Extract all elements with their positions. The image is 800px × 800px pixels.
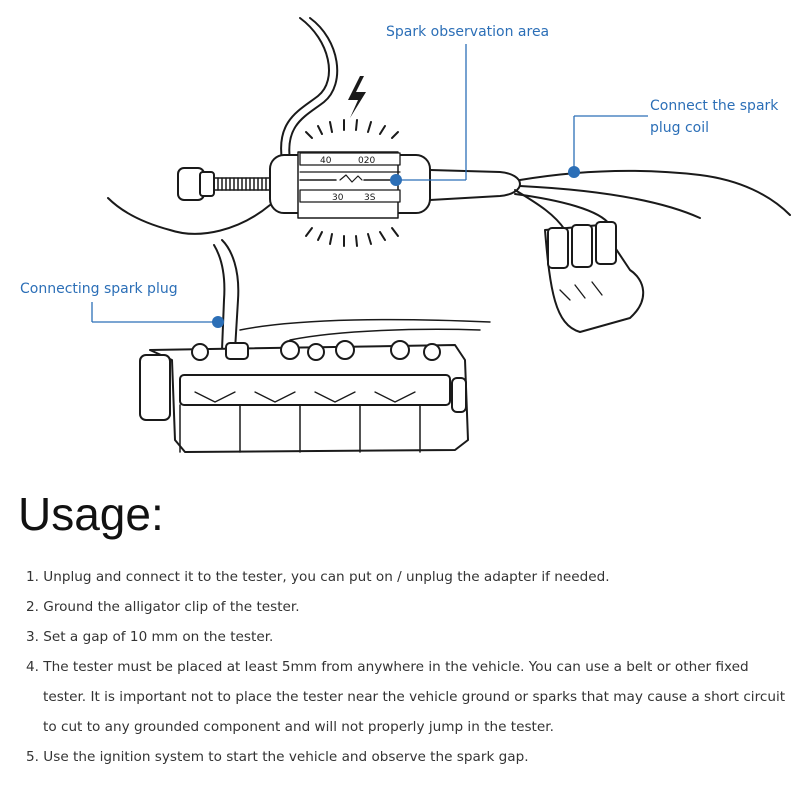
callout-coil-line1: Connect the spark	[650, 98, 779, 114]
usage-step-2: 2. Ground the alligator clip of the test…	[26, 599, 300, 615]
spark-rays-bottom	[305, 227, 399, 247]
lightning-icon	[348, 76, 366, 118]
spark-area-marker	[390, 174, 402, 186]
callout-dots	[212, 166, 580, 328]
usage-title: Usage:	[18, 488, 164, 540]
scale-top-left: 40	[320, 156, 332, 166]
callout-connect-coil: Connect the spark plug coil	[650, 95, 778, 139]
scale-bottom-right: 3S	[364, 193, 376, 203]
usage-step-3: 3. Set a gap of 10 mm on the tester.	[26, 629, 274, 645]
plug-marker	[212, 316, 224, 328]
adjustment-knob	[177, 167, 215, 201]
usage-steps: 1. Unplug and connect it to the tester, …	[26, 562, 790, 772]
scale-top-right: 020	[358, 156, 375, 166]
coil-wires	[514, 169, 791, 231]
callout-coil-line2: plug coil	[650, 120, 710, 136]
tester-scale: 40 020 30 3S	[320, 156, 376, 203]
callout-spark-observation-area: Spark observation area	[386, 24, 550, 40]
threaded-rod	[213, 177, 273, 191]
usage-step-1: 1. Unplug and connect it to the tester, …	[26, 569, 610, 585]
engine-block	[139, 318, 491, 453]
usage-step-5: 5. Use the ignition system to start the …	[26, 749, 529, 765]
usage-step-4: 4. The tester must be placed at least 5m…	[26, 659, 786, 735]
scale-bottom-left: 30	[332, 193, 344, 203]
spark-tester-diagram: 40 020 30 3S	[91, 17, 791, 453]
callout-connecting-plug: Connecting spark plug	[20, 281, 178, 297]
spark-plug-coil	[544, 221, 645, 333]
spark-rays-top	[305, 119, 399, 139]
callout-lines	[91, 44, 648, 323]
upper-wire	[280, 17, 330, 161]
lower-wire	[107, 197, 271, 235]
coil-marker	[568, 166, 580, 178]
